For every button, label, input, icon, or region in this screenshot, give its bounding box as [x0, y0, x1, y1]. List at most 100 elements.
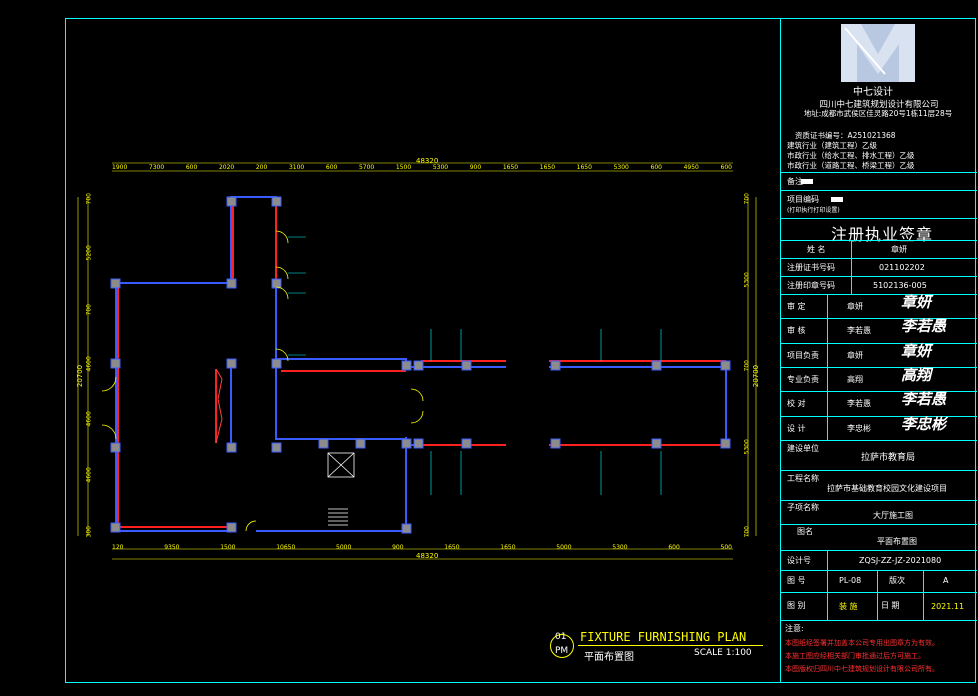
dim-top-segment: 200 — [255, 164, 268, 171]
row-seal-no: 注册印章号码 5102136-005 — [781, 276, 977, 294]
client-label: 建设单位 — [787, 444, 819, 453]
dim-left-segment: 4600 — [85, 411, 93, 427]
date-label: 日 期 — [881, 601, 900, 610]
dim-bottom-segment: 5300 — [612, 544, 628, 551]
row-subproject: 子项名称 大厅施工图 — [781, 500, 977, 524]
tb-divider-3 — [827, 550, 828, 620]
partitions — [215, 368, 223, 444]
caption-scale: SCALE 1:100 — [694, 648, 752, 658]
grade-2: 市政行业（给水工程、排水工程）乙级 — [787, 151, 915, 160]
version-value: A — [943, 576, 949, 585]
dimension-top — [112, 162, 733, 172]
sign-person: 章妍 — [847, 350, 863, 360]
row-cert: 注册证书号码 021102202 — [781, 258, 977, 276]
dim-top-segment: 7300 — [148, 164, 165, 171]
dim-right-total: 20700 — [752, 364, 761, 388]
sign-role: 专业负责 — [787, 374, 819, 384]
seal-title: 注册执业签章 — [831, 225, 934, 244]
subproject-label: 子项名称 — [787, 503, 819, 512]
dim-top-segment: 900 — [469, 164, 482, 171]
sign-role: 校 对 — [787, 399, 806, 409]
floor-plan-svg — [77, 162, 757, 560]
note-1: 本图纸经签署并加盖本公司专用出图章方为有效。 — [785, 639, 939, 647]
caption-unit: PM — [555, 646, 569, 656]
date-value: 2021.11 — [931, 602, 965, 611]
row-remarks: 备注 — [781, 172, 977, 190]
project-code-label: 项目编码 — [787, 195, 819, 204]
project-label: 工程名称 — [787, 474, 819, 483]
design-no-label: 设计号 — [787, 556, 811, 565]
tb-divider-2 — [827, 294, 828, 440]
project-value: 拉萨市基础教育校园文化建设项目 — [827, 484, 947, 493]
dim-bottom-segment: 500 — [720, 544, 732, 551]
drawing-value: 平面布置图 — [877, 537, 917, 546]
name-value: 章妍 — [891, 245, 907, 254]
dim-left-segment: 4600 — [85, 355, 93, 371]
dim-left-segment: 700 — [85, 193, 93, 205]
sign-role: 审 核 — [787, 326, 806, 336]
dim-top-segment: 600 — [325, 164, 338, 171]
category-label: 图 别 — [787, 601, 806, 610]
signature-row: 专业负责高翔高翔 — [781, 366, 977, 391]
sign-signature: 李忠彬 — [901, 414, 947, 433]
sheet-value: PL-08 — [839, 576, 862, 585]
dim-bottom-segment: 1650 — [500, 544, 516, 551]
grade-3: 市政行业（道路工程、桥梁工程）乙级 — [787, 161, 915, 170]
dim-bottom-segment: 600 — [668, 544, 680, 551]
caption-circle — [550, 634, 574, 658]
signature-row: 校 对李若愚李若愚 — [781, 391, 977, 415]
tb-divider-1 — [851, 240, 852, 294]
company-logo — [841, 24, 915, 82]
dim-left-segment: 300 — [85, 526, 93, 538]
remarks-label: 备注 — [787, 177, 803, 186]
dim-top-segment: 600 — [650, 164, 662, 171]
sign-signature: 李若愚 — [901, 390, 947, 409]
dim-bottom-segment: 1500 — [220, 544, 236, 551]
signature-row: 项目负责章妍章妍 — [781, 341, 977, 367]
sign-signature: 章妍 — [901, 341, 932, 360]
dim-top-segment: 1650 — [502, 164, 519, 171]
seal-value: 5102136-005 — [873, 281, 927, 290]
dim-top-segment: 1900 — [112, 164, 128, 171]
tb-divider-5 — [923, 570, 924, 620]
cert-value: 021102202 — [879, 263, 925, 272]
company-name: 四川中七建筑规划设计有限公司 — [819, 100, 939, 110]
remarks-mark — [801, 179, 813, 184]
sign-role: 审 定 — [787, 302, 806, 311]
signature-row: 审 定章妍章妍 — [781, 294, 977, 318]
dim-bottom-segment: 1650 — [444, 544, 460, 551]
row-client: 建设单位 拉萨市教育局 — [781, 440, 977, 470]
project-code-note: (打印执行打印设置) — [787, 207, 840, 214]
elevator — [327, 452, 355, 478]
dim-top-segment: 1650 — [539, 164, 556, 171]
dim-top-segment: 1650 — [576, 164, 592, 171]
floor-plan[interactable] — [66, 19, 779, 682]
dim-left-segment: 4600 — [85, 466, 93, 482]
dim-left-segment: 5200 — [85, 244, 93, 260]
row-category: 图 别 装 施 日 期 2021.11 — [781, 592, 977, 620]
row-notes: 注意: 本图纸经签署并加盖本公司专用出图章方为有效。 本施工图应经相关部门审批通… — [781, 620, 977, 683]
caption-number: 01 — [555, 632, 567, 642]
notes-label: 注意: — [785, 624, 804, 633]
sign-role: 设 计 — [787, 423, 806, 433]
caption-title-cn: 平面布置图 — [584, 652, 634, 663]
dim-top-segment: 4950 — [683, 164, 699, 171]
name-label: 姓 名 — [807, 245, 826, 254]
dim-bottom-segment: 900 — [392, 544, 404, 551]
dim-top-segment: 1500 — [395, 164, 412, 171]
seal-label: 注册印章号码 — [787, 281, 835, 290]
dim-bottom-segment: 5000 — [336, 544, 352, 551]
row-design-no: 设计号 ZQSJ-ZZ-JZ-2021080 — [781, 550, 977, 570]
dimension-left — [77, 197, 89, 536]
dim-right-segment: 5300 — [743, 272, 751, 288]
dim-right-segment: 700 — [743, 359, 751, 371]
client-value: 拉萨市教育局 — [861, 453, 916, 463]
logo-mark-icon — [841, 24, 915, 82]
sign-signature: 李若愚 — [901, 317, 947, 336]
doors — [101, 230, 424, 532]
logo-text: 中七设计 — [853, 87, 893, 98]
qualification-no: 资质证书编号：A251021368 — [795, 131, 896, 140]
dim-top-segment: 2020 — [218, 164, 235, 171]
